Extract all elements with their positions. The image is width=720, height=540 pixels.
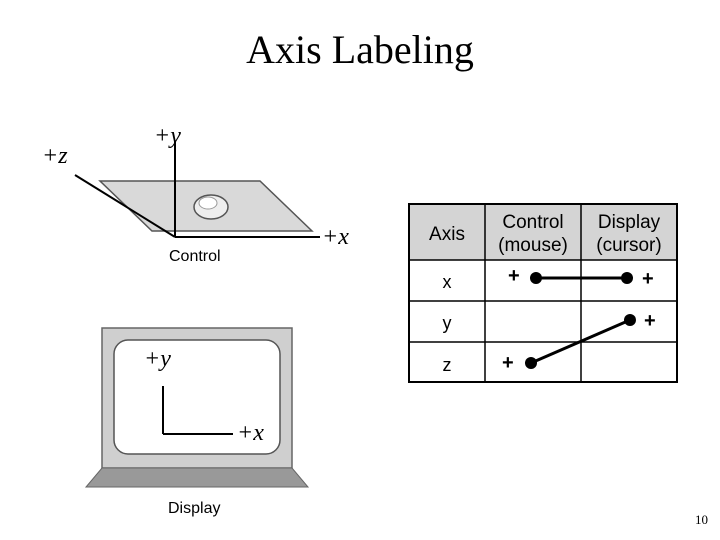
control-x-label: +x xyxy=(322,224,349,250)
monitor-screen xyxy=(113,339,281,455)
header-control-line1: Control xyxy=(502,212,563,233)
page-number: 10 xyxy=(695,512,708,527)
axis-mapping-table: Axis Control (mouse) Display (cursor) x … xyxy=(408,203,678,383)
control-z-label: +z xyxy=(42,143,68,169)
display-x-label: +x xyxy=(237,420,264,446)
x-display-sign: + xyxy=(642,268,654,290)
x-display-dot xyxy=(621,272,633,284)
slide-title: Axis Labeling xyxy=(246,27,474,72)
display-caption: Display xyxy=(168,500,221,517)
z-control-sign: + xyxy=(502,352,514,374)
control-diagram: +y +z +x xyxy=(42,123,349,250)
row-z-axis: z xyxy=(443,355,452,375)
row-y-axis: y xyxy=(443,313,452,333)
control-y-label: +y xyxy=(154,123,181,149)
control-caption: Control xyxy=(169,248,221,265)
mouse-icon xyxy=(193,194,229,220)
display-y-label: +y xyxy=(144,346,171,372)
header-control-line2: (mouse) xyxy=(498,235,568,256)
display-diagram: +y +x xyxy=(84,327,310,488)
y-display-sign: + xyxy=(644,310,656,332)
yz-mapping-line xyxy=(530,318,631,365)
header-axis: Axis xyxy=(429,224,465,245)
x-control-sign: + xyxy=(508,265,520,287)
header-display-line2: (cursor) xyxy=(596,235,661,256)
control-z-axis xyxy=(74,174,176,238)
x-control-dot xyxy=(530,272,542,284)
header-display-line1: Display xyxy=(598,212,661,233)
row-x-axis: x xyxy=(443,272,452,292)
monitor-base xyxy=(84,467,310,488)
y-display-dot xyxy=(624,314,636,326)
z-control-dot xyxy=(525,357,537,369)
